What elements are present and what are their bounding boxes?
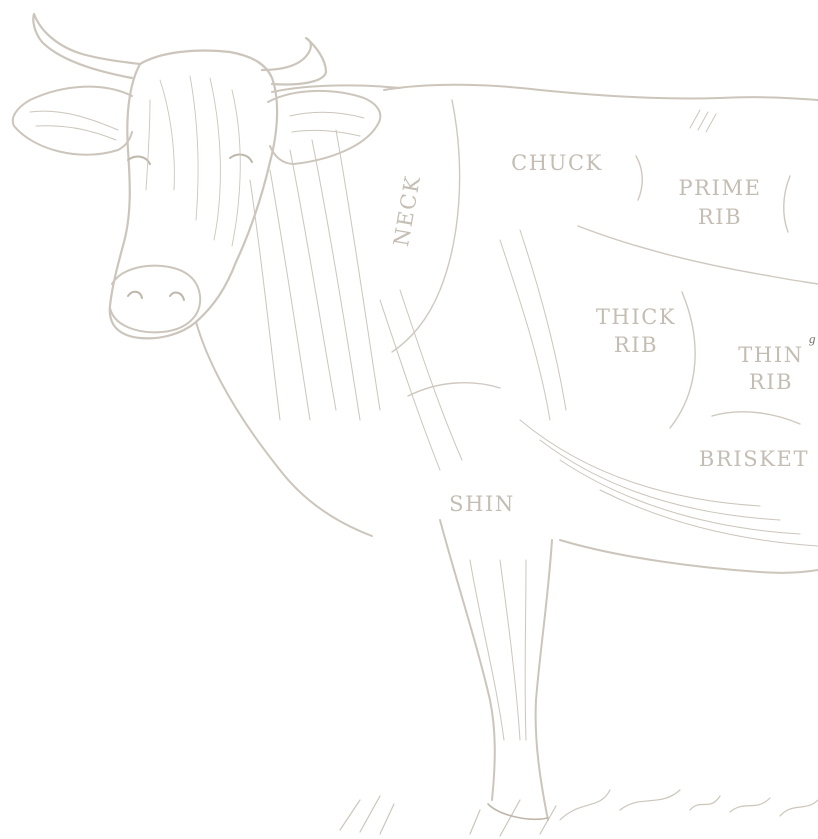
divider-prime-rib-right <box>784 176 790 232</box>
label-brisket: BRISKET <box>699 447 809 471</box>
cow-illustration <box>13 14 818 836</box>
left-ear <box>13 87 132 155</box>
cow-muzzle <box>110 266 200 333</box>
label-prime-rib-line2: RIB <box>698 205 742 229</box>
grass <box>340 790 818 836</box>
divider-chuck-ribs <box>578 226 818 284</box>
label-thin-rib-line2: RIB <box>749 370 793 394</box>
label-thick-rib-line1: THICK <box>596 305 676 329</box>
label-prime-rib-line1: PRIME <box>678 176 761 200</box>
label-thin-rib-line1: THIN <box>738 343 803 367</box>
cut-labels: NECK CHUCK PRIME RIB THICK RIB THIN RIB … <box>389 151 809 516</box>
edge-mark: g <box>809 331 816 346</box>
label-neck: NECK <box>389 173 425 248</box>
cow-belly <box>560 540 818 573</box>
front-leg <box>440 520 552 820</box>
label-thick-rib-line2: RIB <box>614 333 658 357</box>
cow-neck <box>196 85 400 536</box>
label-chuck: CHUCK <box>511 151 603 175</box>
label-shin: SHIN <box>449 492 515 516</box>
left-horn <box>33 14 140 78</box>
divider-shin-top <box>408 383 500 396</box>
right-ear <box>268 91 380 164</box>
divider-thin-rib-brisket <box>712 412 800 424</box>
cow-back <box>384 85 818 100</box>
divider-chuck-prime-rib <box>636 156 642 200</box>
